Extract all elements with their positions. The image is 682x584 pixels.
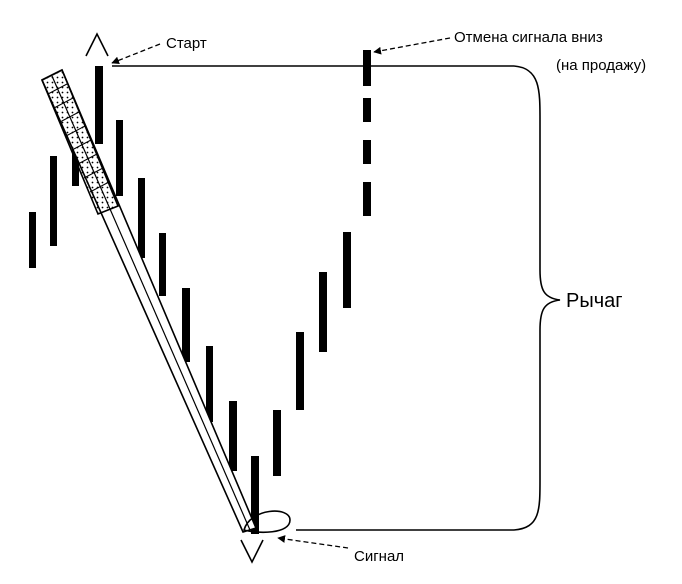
- rising-price-bars: [273, 232, 351, 476]
- price-bar: [343, 232, 351, 308]
- lever: [40, 68, 258, 533]
- price-bar: [29, 212, 36, 268]
- price-bar: [182, 288, 190, 362]
- price-bar: [116, 120, 123, 196]
- price-bar: [159, 233, 166, 296]
- price-bar: [251, 456, 259, 534]
- cancel-leader: [373, 37, 451, 55]
- price-bar: [206, 346, 213, 422]
- price-bar: [273, 410, 281, 476]
- caret-down-icon: [240, 539, 264, 564]
- signal-label: Сигнал: [354, 548, 404, 565]
- price-bar: [138, 178, 145, 258]
- caret-up-icon: [85, 32, 109, 57]
- signal-leader: [277, 535, 349, 549]
- price-bar: [296, 332, 304, 410]
- price-bar: [50, 156, 57, 246]
- price-bar: [229, 401, 237, 471]
- price-bar: [319, 272, 327, 352]
- lever-brace: [513, 65, 561, 531]
- signal-oval: [243, 510, 291, 534]
- cancel-label-line1: Отмена сигнала вниз: [454, 29, 603, 46]
- cancel-label-line2: (на продажу): [556, 57, 646, 74]
- lever-handle: [40, 68, 120, 216]
- start-leader: [111, 43, 161, 65]
- price-bar: [95, 66, 103, 144]
- cancel-signal-bar: [363, 50, 371, 216]
- lever-label: Рычаг: [566, 290, 623, 312]
- start-label: Старт: [166, 35, 207, 52]
